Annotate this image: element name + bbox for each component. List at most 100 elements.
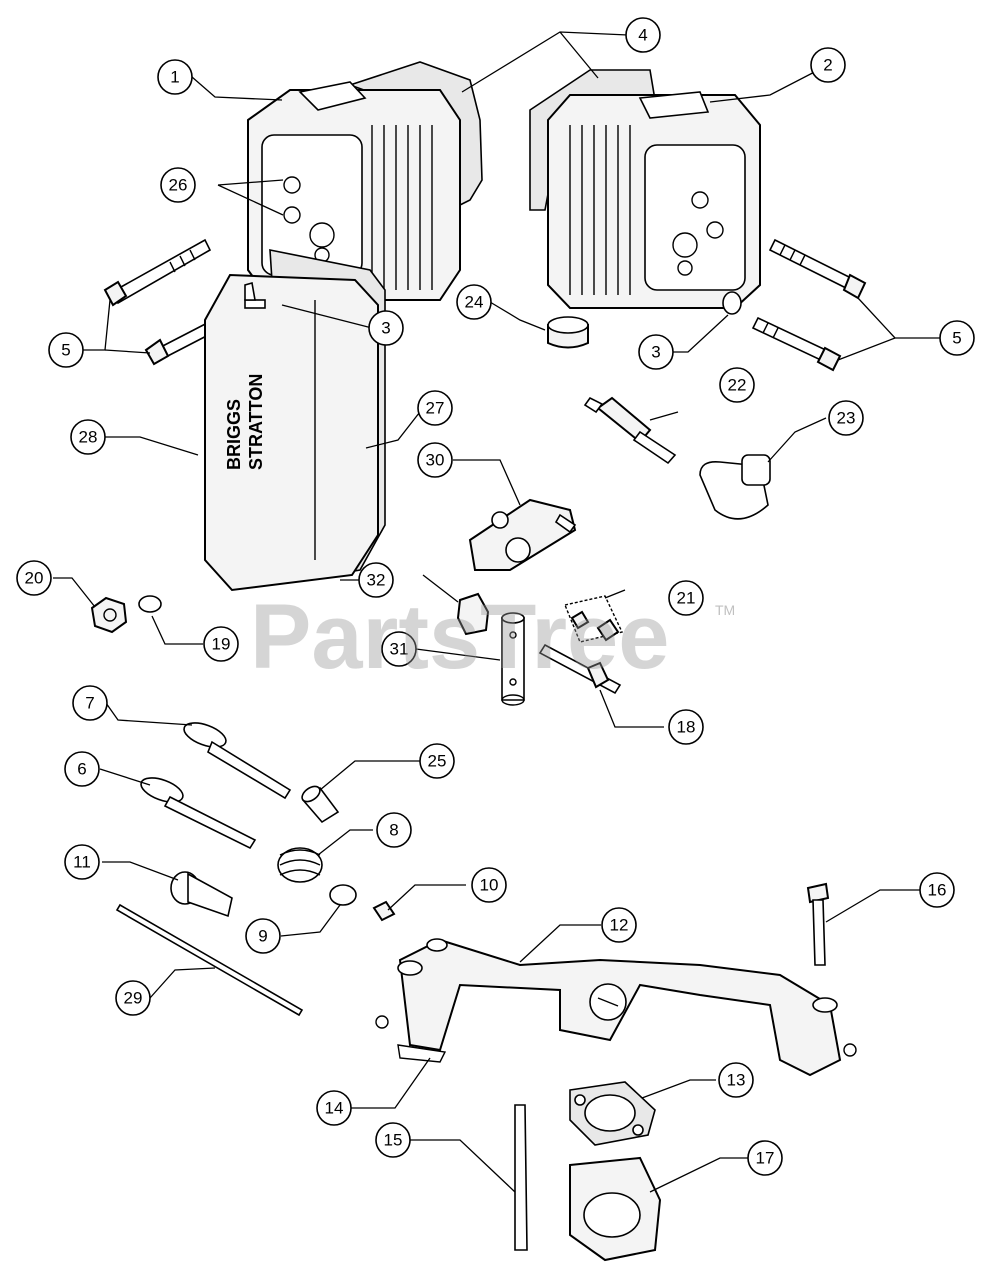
callout-circle <box>16 560 52 596</box>
callout-number: 28 <box>79 428 98 447</box>
callout-number: 8 <box>389 821 398 840</box>
callout-c7: 7 <box>72 685 108 721</box>
callout-c15: 15 <box>375 1122 411 1158</box>
cover-brand-line1: BRIGGS <box>224 399 244 470</box>
carb-gasket <box>569 1081 656 1146</box>
callout-circle <box>70 419 106 455</box>
callout-labels: 1233455678910111213141516171819202122232… <box>16 17 975 1176</box>
callout-number: 21 <box>677 589 696 608</box>
tappet <box>170 871 233 918</box>
callout-circle <box>368 310 404 346</box>
valve-seal <box>301 785 340 824</box>
callout-c16: 16 <box>919 872 955 908</box>
callout-circle <box>601 907 637 943</box>
callout-circle <box>810 47 846 83</box>
callout-c3a: 3 <box>368 310 404 346</box>
valve-spring <box>277 847 323 883</box>
callout-c25: 25 <box>419 743 455 779</box>
callout-c14: 14 <box>316 1090 352 1126</box>
callout-c5b: 5 <box>939 320 975 356</box>
callout-circle <box>48 332 84 368</box>
callout-circle <box>417 390 453 426</box>
callout-c24: 24 <box>456 284 492 320</box>
callout-circle <box>381 631 417 667</box>
callout-circle <box>939 320 975 356</box>
callout-c27: 27 <box>417 390 453 426</box>
callout-circle <box>203 626 239 662</box>
valve-retainer <box>329 884 357 906</box>
callout-c22: 22 <box>719 367 755 403</box>
washer-right <box>722 291 742 315</box>
callout-c9: 9 <box>245 918 281 954</box>
callout-number: 5 <box>952 329 961 348</box>
manifold-stud <box>514 1104 528 1251</box>
intake-manifold <box>375 938 857 1077</box>
manifold-bolt <box>806 882 830 966</box>
callout-number: 5 <box>61 341 70 360</box>
callout-number: 31 <box>390 640 409 659</box>
callout-c17: 17 <box>747 1140 783 1176</box>
rocker-stud <box>538 643 622 695</box>
cover-brand-line2: STRATTON <box>246 374 266 470</box>
callout-number: 26 <box>169 176 188 195</box>
callout-number: 22 <box>728 376 747 395</box>
spark-plug-boot <box>699 454 771 520</box>
cover-washer <box>138 595 162 613</box>
callout-c32: 32 <box>358 562 394 598</box>
callout-number: 10 <box>480 876 499 895</box>
callout-circle <box>668 709 704 745</box>
callout-number: 17 <box>756 1149 775 1168</box>
valve-guide-bushing <box>547 316 589 349</box>
callout-circle <box>375 1122 411 1158</box>
callout-circle <box>358 562 394 598</box>
callout-c29: 29 <box>115 980 151 1016</box>
valve-cover: BRIGGS STRATTON <box>204 249 386 592</box>
carb-spacer <box>569 1156 662 1262</box>
callout-c13: 13 <box>718 1062 754 1098</box>
exhaust-valve <box>183 722 292 800</box>
callout-c31: 31 <box>381 631 417 667</box>
watermark-tm: TM <box>715 602 735 618</box>
callout-number: 18 <box>677 718 696 737</box>
callout-number: 20 <box>25 569 44 588</box>
push-rod <box>115 903 304 1017</box>
callout-circle <box>245 918 281 954</box>
intake-valve <box>140 777 257 850</box>
callout-c19: 19 <box>203 626 239 662</box>
cylinder-head-left <box>247 61 483 301</box>
callout-circle <box>160 167 196 203</box>
callout-circle <box>638 334 674 370</box>
callout-circle <box>64 751 100 787</box>
callout-circle <box>157 59 193 95</box>
callout-number: 12 <box>610 916 629 935</box>
callout-number: 3 <box>651 343 660 362</box>
callout-c5a: 5 <box>48 332 84 368</box>
callout-circle <box>919 872 955 908</box>
adjusting-screw-set <box>564 595 624 643</box>
cover-nut <box>90 596 128 634</box>
callout-number: 15 <box>384 1131 403 1150</box>
callout-number: 7 <box>85 694 94 713</box>
callout-c10: 10 <box>471 867 507 903</box>
watermark-text: PartsTree <box>250 586 669 688</box>
callout-circle <box>419 743 455 779</box>
callout-circle <box>115 980 151 1016</box>
callout-circle <box>471 867 507 903</box>
head-bolts-right <box>751 238 867 372</box>
callout-c1: 1 <box>157 59 193 95</box>
callout-number: 25 <box>428 752 447 771</box>
callout-c4: 4 <box>625 17 661 53</box>
callout-number: 29 <box>124 989 143 1008</box>
callout-c20: 20 <box>16 560 52 596</box>
callout-c3b: 3 <box>638 334 674 370</box>
callout-number: 14 <box>325 1099 344 1118</box>
callout-circle <box>316 1090 352 1126</box>
callout-c12: 12 <box>601 907 637 943</box>
callout-circle <box>456 284 492 320</box>
callout-number: 19 <box>212 635 231 654</box>
callout-c23: 23 <box>828 400 864 436</box>
callout-number: 32 <box>367 571 386 590</box>
callout-circle <box>376 812 412 848</box>
pushrod-pin <box>501 612 525 706</box>
